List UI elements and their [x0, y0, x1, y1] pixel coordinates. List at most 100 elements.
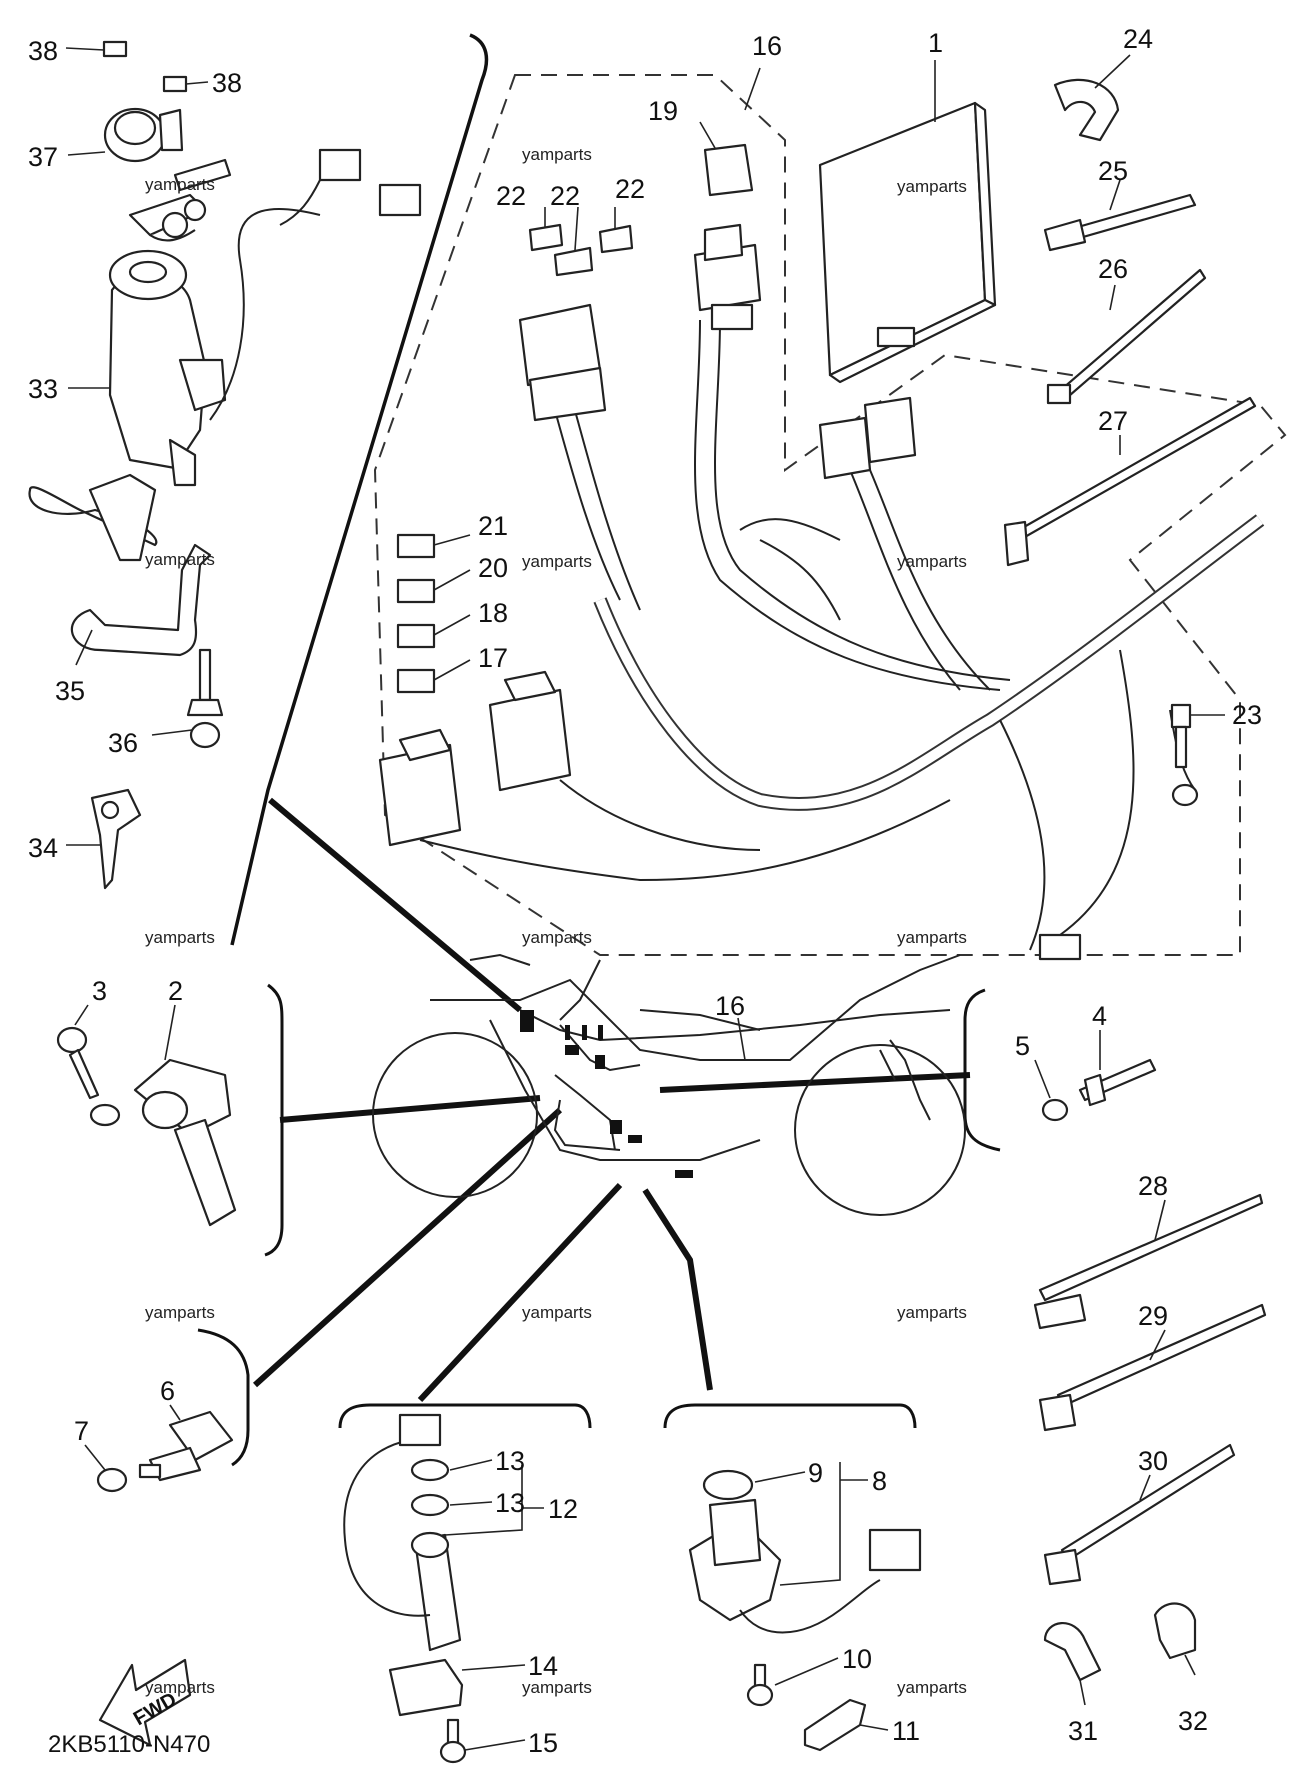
callout-23: 23: [1232, 700, 1262, 730]
part-14-bracket: [388, 1658, 464, 1717]
watermark: yamparts: [522, 1303, 592, 1322]
watermark: yamparts: [145, 550, 215, 569]
part-4-sensor: [1078, 1058, 1157, 1107]
callout-14: 14: [528, 1651, 558, 1681]
leader-lines: [65, 47, 1225, 1751]
watermark: yamparts: [897, 552, 967, 571]
callout-28: 28: [1138, 1171, 1168, 1201]
part-29-band: [1038, 1303, 1267, 1432]
callout-6: 6: [160, 1376, 175, 1406]
callout-37: 37: [28, 142, 58, 172]
callout-21: 21: [478, 511, 508, 541]
motorcycle-outline: [372, 953, 966, 1216]
callout-35: 35: [55, 676, 85, 706]
fuse-box: [518, 303, 607, 422]
callout-29: 29: [1138, 1301, 1168, 1331]
wire-harness: [419, 319, 1265, 951]
callout-4: 4: [1092, 1001, 1107, 1031]
part-33-main-switch: [108, 158, 232, 487]
watermark: yamparts: [522, 552, 592, 571]
watermark: yamparts: [522, 145, 592, 164]
sensor-8-wire: [739, 1579, 881, 1634]
watermark: yamparts: [897, 928, 967, 947]
part-7-washer: [96, 1467, 128, 1493]
callout-2: 2: [168, 976, 183, 1006]
part-27-band: [1003, 396, 1257, 567]
part-1-ecu: [818, 101, 997, 384]
part-12-sensor: [410, 1458, 462, 1652]
callout-34: 34: [28, 833, 58, 863]
callout-30: 30: [1138, 1446, 1168, 1476]
callout-32: 32: [1178, 1706, 1208, 1736]
switch-wire-2: [279, 179, 321, 226]
callout-31: 31: [1068, 1716, 1098, 1746]
callout-8: 8: [872, 1466, 887, 1496]
part-26-band: [1046, 268, 1207, 405]
callout-20: 20: [478, 553, 508, 583]
ecu-connectors: [818, 396, 917, 480]
callout-16: 16: [715, 991, 745, 1021]
switch-wire: [209, 207, 321, 421]
part-25-band: [1043, 193, 1197, 252]
callout-19: 19: [648, 96, 678, 126]
watermark: yamparts: [522, 928, 592, 947]
callout-33: 33: [28, 374, 58, 404]
callout-1: 1: [928, 28, 943, 58]
part-36-bolt: [186, 648, 224, 749]
watermark: yamparts: [145, 1303, 215, 1322]
part-34-key: [90, 788, 142, 890]
part-15-bolt: [439, 1718, 467, 1764]
part-8-sensor: [688, 1469, 782, 1622]
callout-16: 16: [752, 31, 782, 61]
part-31-clip: [1043, 1622, 1102, 1682]
callout-22: 22: [550, 181, 580, 211]
callout-38: 38: [212, 68, 242, 98]
sensor-8-connector: [868, 1528, 922, 1572]
callout-26: 26: [1098, 254, 1128, 284]
part-22-fuses: [528, 223, 634, 277]
diagram-code: 2KB5110-N470: [48, 1731, 210, 1758]
part-32-clip: [1153, 1602, 1197, 1660]
callout-9: 9: [808, 1458, 823, 1488]
watermark: yamparts: [897, 1303, 967, 1322]
switch-connector: [318, 148, 362, 182]
switch-connector-2: [378, 183, 422, 217]
part-3-bolt: [56, 1026, 100, 1100]
callout-22: 22: [496, 181, 526, 211]
callout-12: 12: [548, 1494, 578, 1524]
watermark: yamparts: [145, 1678, 215, 1697]
callout-25: 25: [1098, 156, 1128, 186]
watermark: yamparts: [897, 177, 967, 196]
harness-end-connector: [1038, 933, 1082, 961]
watermark: yamparts: [897, 1678, 967, 1697]
watermark: yamparts: [145, 928, 215, 947]
callout-18: 18: [478, 598, 508, 628]
watermarks: yamparts yamparts yamparts yamparts yamp…: [145, 145, 967, 1697]
part-38-caps: [102, 40, 188, 93]
part-24-clip: [1053, 78, 1120, 142]
callout-22: 22: [615, 174, 645, 204]
part-35-lever: [28, 473, 212, 657]
callout-36: 36: [108, 728, 138, 758]
callout-17: 17: [478, 643, 508, 673]
watermark: yamparts: [522, 1678, 592, 1697]
part-6-sensor: [138, 1410, 234, 1482]
watermark: yamparts: [145, 175, 215, 194]
harness-relays: [378, 670, 572, 847]
callout-27: 27: [1098, 406, 1128, 436]
part-11-clamp: [803, 1698, 867, 1752]
callout-3: 3: [92, 976, 107, 1006]
part-5-washer: [1041, 1098, 1069, 1122]
part-23-bolt: [1170, 703, 1199, 807]
callout-13: 13: [495, 1488, 525, 1518]
part-10-bolt: [746, 1663, 774, 1707]
frame-lines: [197, 33, 1287, 1467]
callout-10: 10: [842, 1644, 872, 1674]
callout-15: 15: [528, 1728, 558, 1758]
callout-labels: 38 38 37 33 35 36 34 16 19 22 22 22 1 24…: [28, 24, 1262, 1758]
callout-11: 11: [892, 1716, 920, 1746]
parts-17-21-connectors: [396, 533, 436, 694]
part-37-cover: [103, 107, 184, 163]
part-2-sensor: [89, 1058, 237, 1227]
